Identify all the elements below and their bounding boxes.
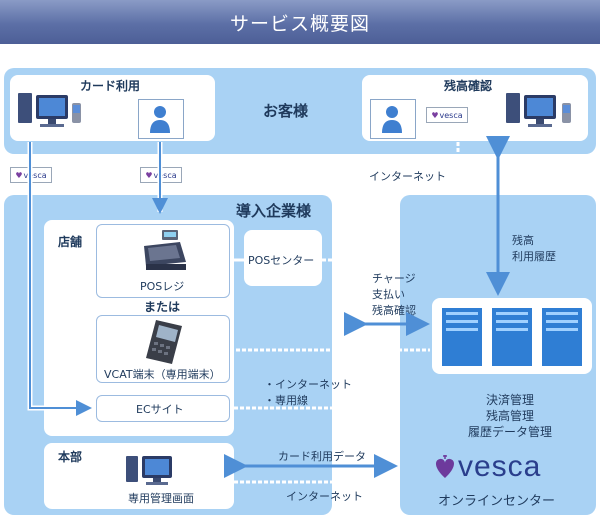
hq-heading: 本部 <box>58 450 83 464</box>
pos-center-label: POSセンター <box>248 254 315 267</box>
computer-icon <box>126 456 172 485</box>
balance-label: 残高確認 <box>372 304 416 317</box>
card-use-heading: カード利用 <box>80 79 141 93</box>
function-settlement: 決済管理 <box>485 393 534 407</box>
page-title: サービス概要図 <box>229 12 370 35</box>
pos-register-label: POSレジ <box>140 280 185 293</box>
person-icon <box>150 106 170 133</box>
handheld-terminal-icon <box>146 320 182 364</box>
vesca-card-icon: ♥vesca <box>10 167 52 183</box>
vesca-logo: vesca <box>432 452 541 482</box>
vesca-logo-text: vesca <box>458 450 542 483</box>
charge-labels: チャージ 支払い 残高確認 <box>372 270 416 318</box>
company-heading: 導入企業様 <box>236 202 312 220</box>
online-center-name: オンラインセンター <box>438 494 556 509</box>
function-balance: 残高管理 <box>485 409 534 423</box>
ec-site-label: ECサイト <box>136 403 184 416</box>
customer-person-frame <box>138 99 184 139</box>
vcat-label: VCAT端末（専用端末） <box>104 368 221 381</box>
person-icon <box>382 106 402 133</box>
computer-icon <box>18 93 81 127</box>
balance-check-heading: 残高確認 <box>444 79 493 93</box>
center-functions: 決済管理 残高管理 履歴データ管理 <box>450 392 570 440</box>
network-labels: ・インターネット ・専用線 <box>264 376 352 408</box>
or-label: または <box>144 300 181 314</box>
network-dedicated-label: ・専用線 <box>264 394 308 407</box>
balance-history-labels: 残高 利用履歴 <box>512 232 556 264</box>
cash-register-icon <box>144 230 186 270</box>
internet-label-bottom: インターネット <box>286 490 363 503</box>
store-heading: 店舗 <box>58 235 83 249</box>
vesca-heart-icon <box>435 455 455 478</box>
card-use-box: カード利用 <box>10 75 215 141</box>
payment-label: 支払い <box>372 288 405 301</box>
charge-label: チャージ <box>372 272 416 285</box>
ec-site-box <box>96 395 230 422</box>
network-internet-label: ・インターネット <box>264 378 352 391</box>
vesca-card-text: vesca <box>439 110 463 120</box>
admin-screen-label: 専用管理画面 <box>128 492 194 505</box>
balance-history-balance: 残高 <box>512 234 534 247</box>
vesca-card-icon: ♥vesca <box>140 167 182 183</box>
balance-check-box: 残高確認 ♥vesca <box>362 75 588 141</box>
page-title-bar: サービス概要図 <box>0 0 600 44</box>
customer-heading: お客様 <box>263 102 309 120</box>
vesca-card-text: vesca <box>153 170 177 180</box>
vesca-card-text: vesca <box>23 170 47 180</box>
balance-history-usage: 利用履歴 <box>512 250 556 263</box>
vesca-card-icon: ♥vesca <box>426 107 468 123</box>
computer-icon <box>506 93 571 127</box>
hq-box <box>44 443 234 509</box>
internet-label-top: インターネット <box>369 170 446 183</box>
server-rack-icon <box>442 308 582 366</box>
function-history: 履歴データ管理 <box>467 425 552 439</box>
card-usage-data-label: カード利用データ <box>278 450 366 463</box>
